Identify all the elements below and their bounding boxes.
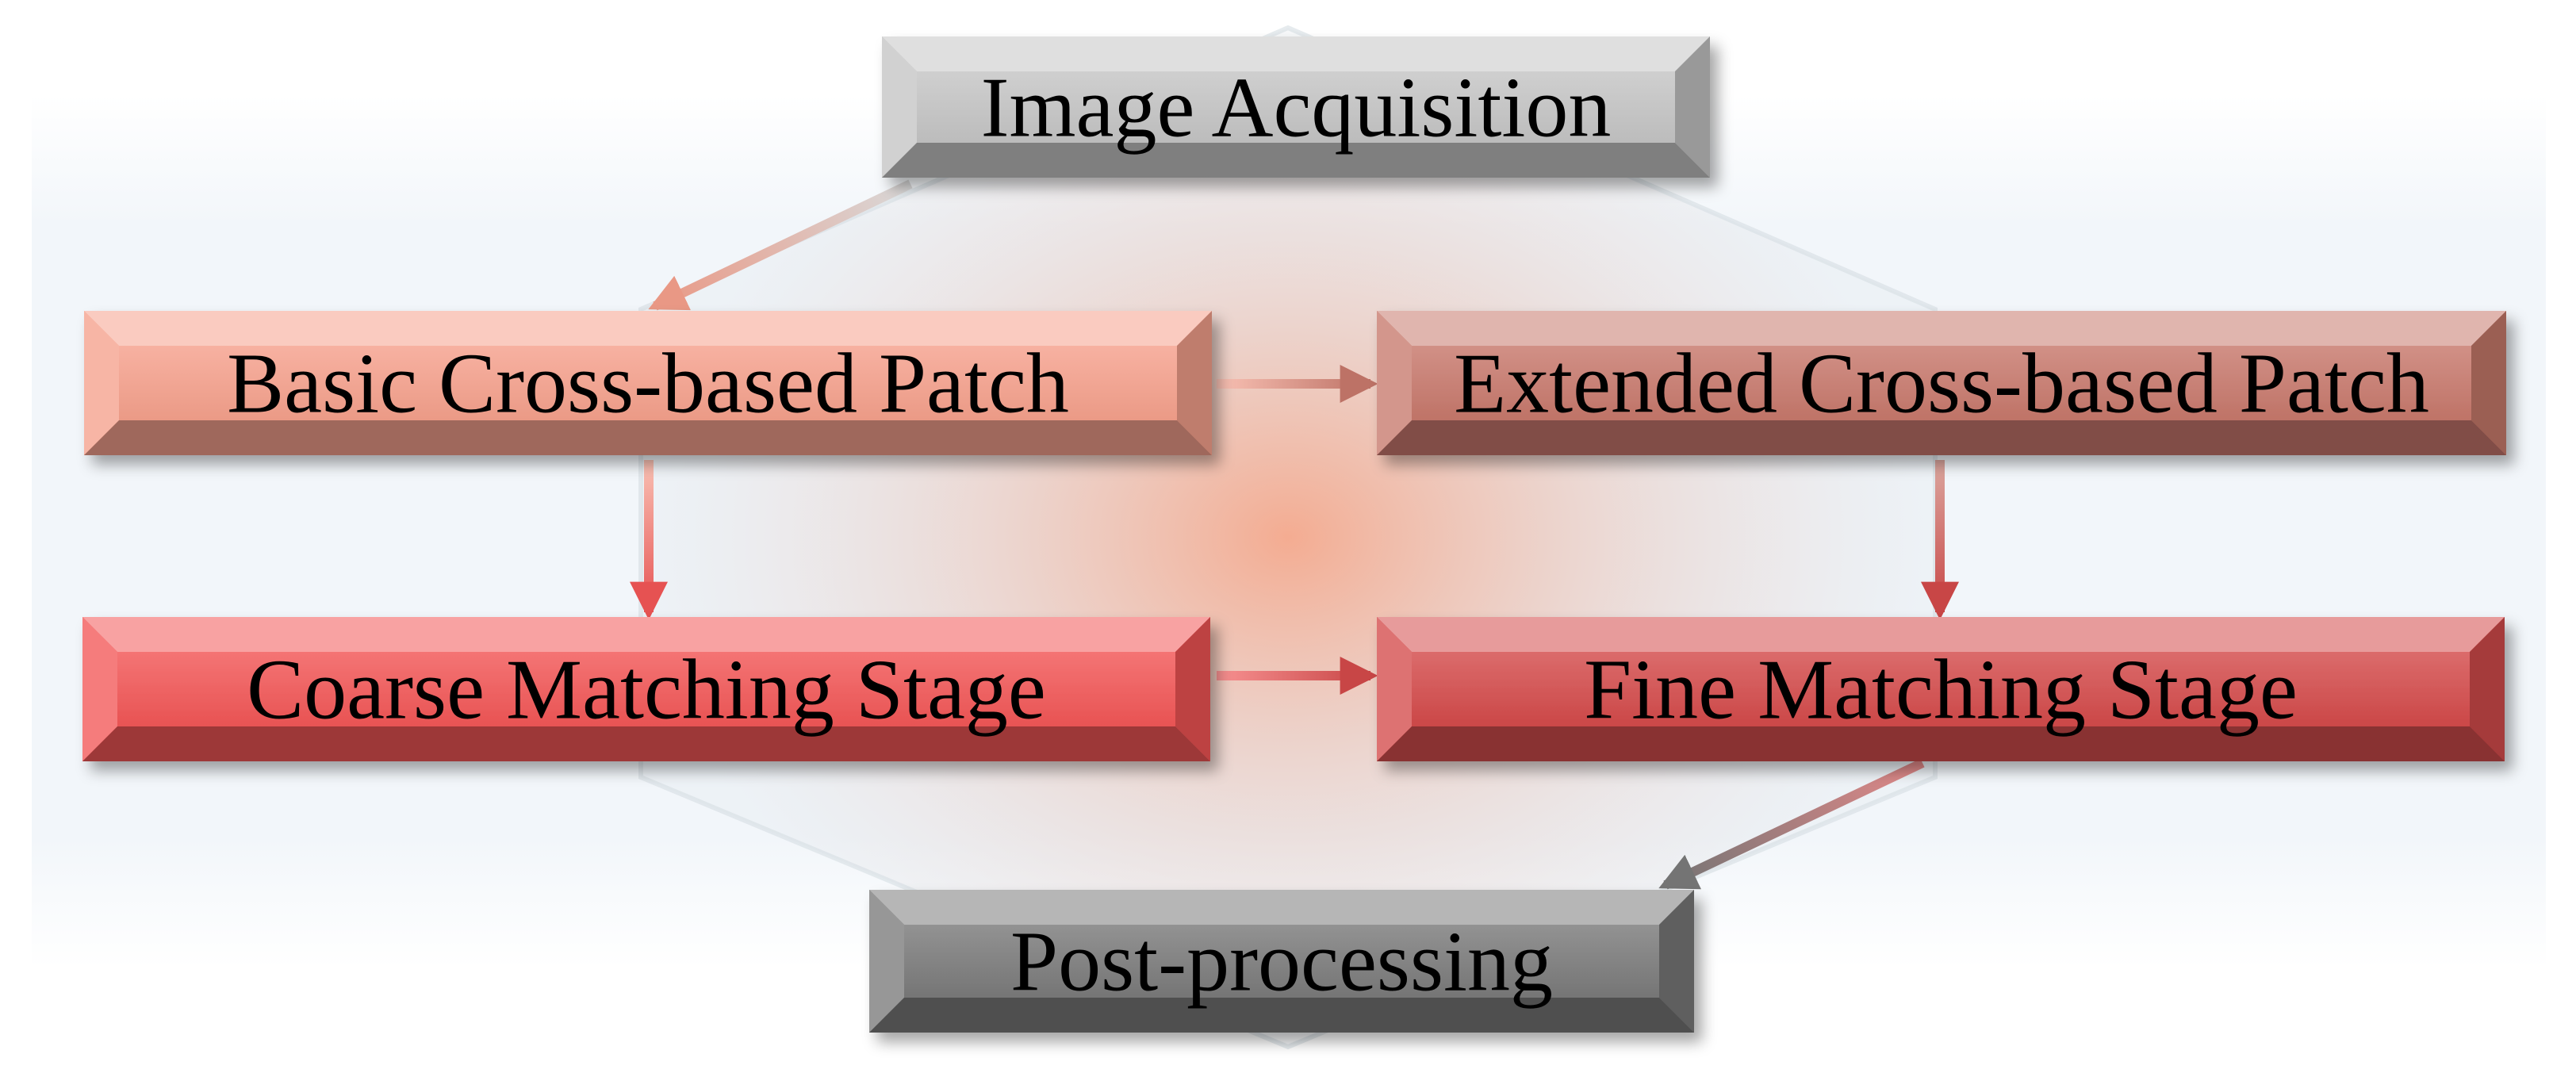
node-face xyxy=(1412,346,2471,420)
node-face xyxy=(904,925,1659,998)
node-label: Image Acquisition xyxy=(981,61,1612,155)
bevel-bottom xyxy=(1377,420,2506,455)
bevel-right xyxy=(1177,311,1212,455)
background-hexagon xyxy=(638,25,1938,1050)
bevel-top xyxy=(84,311,1212,346)
bevel-bottom xyxy=(869,998,1694,1033)
node-face xyxy=(117,652,1175,726)
bevel-left xyxy=(1377,617,1412,761)
bevel-top xyxy=(882,36,1710,71)
bevel-top xyxy=(82,617,1210,652)
node-label: Coarse Matching Stage xyxy=(247,643,1046,738)
arrow-image_acquisition-to-basic_patch xyxy=(648,179,913,311)
bevel-right xyxy=(1175,617,1210,761)
node-image-acquisition: Image Acquisition xyxy=(882,36,1710,178)
node-face xyxy=(119,346,1177,420)
node-fine-matching: Fine Matching Stage xyxy=(1377,617,2505,761)
node-label: Basic Cross-based Patch xyxy=(227,337,1069,431)
bevel-right xyxy=(2470,617,2505,761)
node-label: Post-processing xyxy=(1010,915,1553,1010)
bevel-top xyxy=(869,890,1694,925)
node-label: Fine Matching Stage xyxy=(1584,643,2298,738)
node-post-processing: Post-processing xyxy=(869,890,1694,1033)
bevel-bottom xyxy=(84,420,1212,455)
bevel-bottom xyxy=(1377,726,2505,761)
bevel-left xyxy=(82,617,117,761)
bevel-bottom xyxy=(82,726,1210,761)
bevel-top xyxy=(1377,311,2506,346)
bevel-left xyxy=(84,311,119,455)
bevel-right xyxy=(1675,36,1710,178)
node-face xyxy=(1412,652,2470,726)
bevel-right xyxy=(2471,311,2506,455)
bevel-left xyxy=(869,890,904,1033)
node-extended-patch: Extended Cross-based Patch xyxy=(1377,311,2506,455)
bevel-top xyxy=(1377,617,2505,652)
bevel-left xyxy=(1377,311,1412,455)
node-coarse-matching: Coarse Matching Stage xyxy=(82,617,1210,761)
arrow-fine_matching-to-post_processing xyxy=(1658,758,1925,890)
bevel-bottom xyxy=(882,143,1710,178)
node-face xyxy=(917,71,1675,143)
node-basic-patch: Basic Cross-based Patch xyxy=(84,311,1212,455)
bevel-right xyxy=(1659,890,1694,1033)
node-label: Extended Cross-based Patch xyxy=(1454,337,2429,431)
bevel-left xyxy=(882,36,917,178)
edges-layer xyxy=(630,179,1959,890)
